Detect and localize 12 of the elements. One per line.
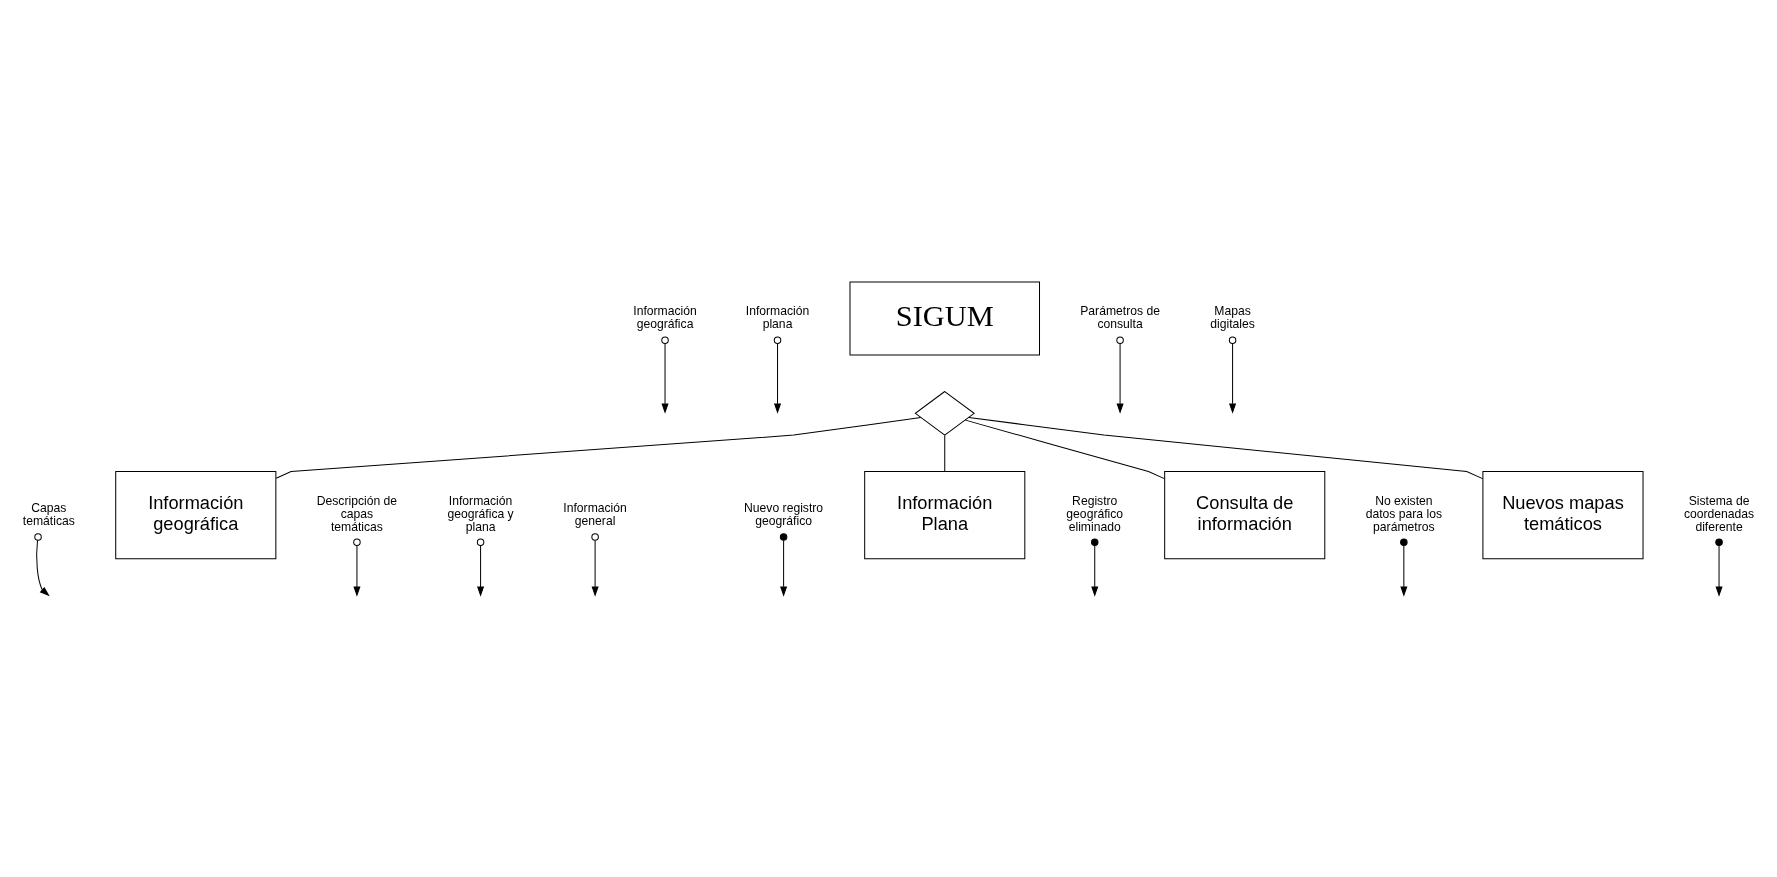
node-text: Descripción de capas temáticas <box>316 493 398 534</box>
node-text: Información general <box>563 500 627 528</box>
node-text: Capas temáticas <box>22 500 75 528</box>
node-text: Sistema de coordenadas diferente <box>1683 493 1755 534</box>
node-text: Información geográfica y plana <box>447 493 514 534</box>
node-text: Registro geográfico eliminado <box>1066 493 1124 534</box>
node-text: Mapas digitales <box>1210 303 1255 331</box>
node-text: Información plana <box>745 303 810 331</box>
node-text: Nuevo registro geográfico <box>744 500 824 528</box>
node-text: No existen datos para los parámetros <box>1365 493 1443 534</box>
node-text: Información geográfica <box>633 303 697 331</box>
node-text: Parámetros de consulta <box>1080 303 1160 331</box>
